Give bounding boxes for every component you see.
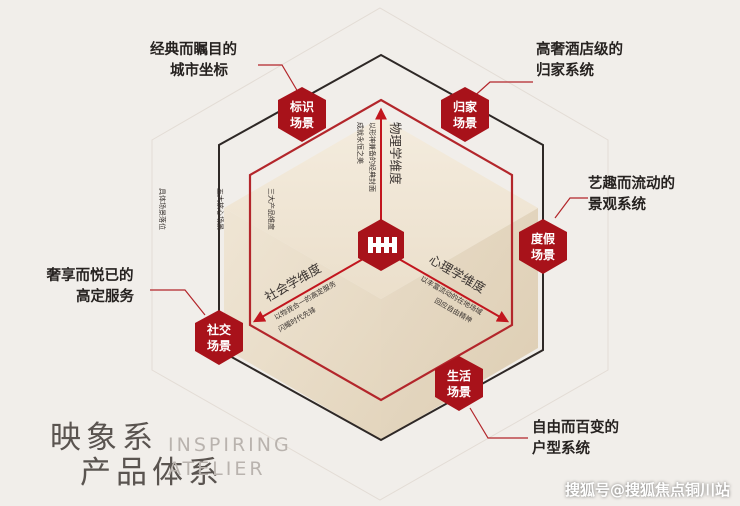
node-biaozhi: 标识 场景: [278, 87, 326, 142]
connector-biaozhi: [258, 64, 299, 93]
svg-text:场景: 场景: [207, 339, 231, 353]
svg-text:生活: 生活: [447, 368, 471, 383]
svg-text:社交: 社交: [206, 322, 231, 337]
node-shenghuo: 生活 场景: [435, 356, 483, 411]
svg-text:场景: 场景: [531, 248, 555, 262]
node-guijia: 归家 场景: [441, 87, 489, 142]
cube-left-face: [224, 208, 381, 440]
title-en-line1: INSPIRING: [168, 434, 292, 456]
connector-shejiao: [150, 289, 206, 316]
callout-shenghuo: 自由而百变的 户型系统: [532, 420, 619, 457]
svg-text:标识: 标识: [289, 99, 314, 114]
side-label-middle: 五大核心场景: [216, 188, 225, 230]
social-dimension-arrow: [252, 258, 364, 323]
svg-text:场景: 场景: [447, 385, 471, 399]
side-label-inner: 三大产品维度: [267, 188, 276, 230]
outer-hexagon: [218, 53, 544, 442]
inner-hexagon: [248, 98, 514, 402]
svg-text:归家: 归家: [453, 99, 478, 114]
connector-dujia: [554, 197, 588, 219]
watermark-text: 搜狐号@搜狐焦点铜川站: [564, 481, 730, 499]
cube-right-face: [381, 208, 538, 440]
physical-desc-2: 成就永恒之美: [356, 122, 365, 164]
svg-text:场景: 场景: [453, 116, 477, 130]
callout-biaozhi: 经典而瞩目的 城市坐标: [150, 42, 237, 79]
background-hexagon: [151, 7, 609, 501]
callout-dujia: 艺趣而流动的 景观系统: [588, 176, 675, 213]
svg-text:度假: 度假: [531, 231, 556, 246]
physical-dimension-label: 物理学维度: [388, 122, 403, 185]
title-zh-line2: 产品体系: [80, 455, 224, 491]
physical-desc-1: 以形神兼备的经典封面: [368, 122, 377, 192]
callout-shejiao: 奢享而悦已的 高定服务: [46, 268, 135, 305]
callout-guijia: 高奢酒店级的 归家系统: [536, 42, 623, 79]
title-en-line2: ATELIER: [168, 458, 266, 480]
center-logo-icon: [358, 219, 404, 271]
title-zh-line1: 映象系: [50, 420, 158, 456]
psychological-dimension-arrow: [398, 258, 510, 323]
node-shejiao: 社交 场景: [195, 310, 243, 365]
side-label-outer: 具体场景落位: [158, 188, 167, 230]
svg-text:场景: 场景: [290, 116, 314, 130]
node-dujia: 度假 场景: [519, 219, 567, 274]
connector-shenghuo: [469, 407, 528, 439]
